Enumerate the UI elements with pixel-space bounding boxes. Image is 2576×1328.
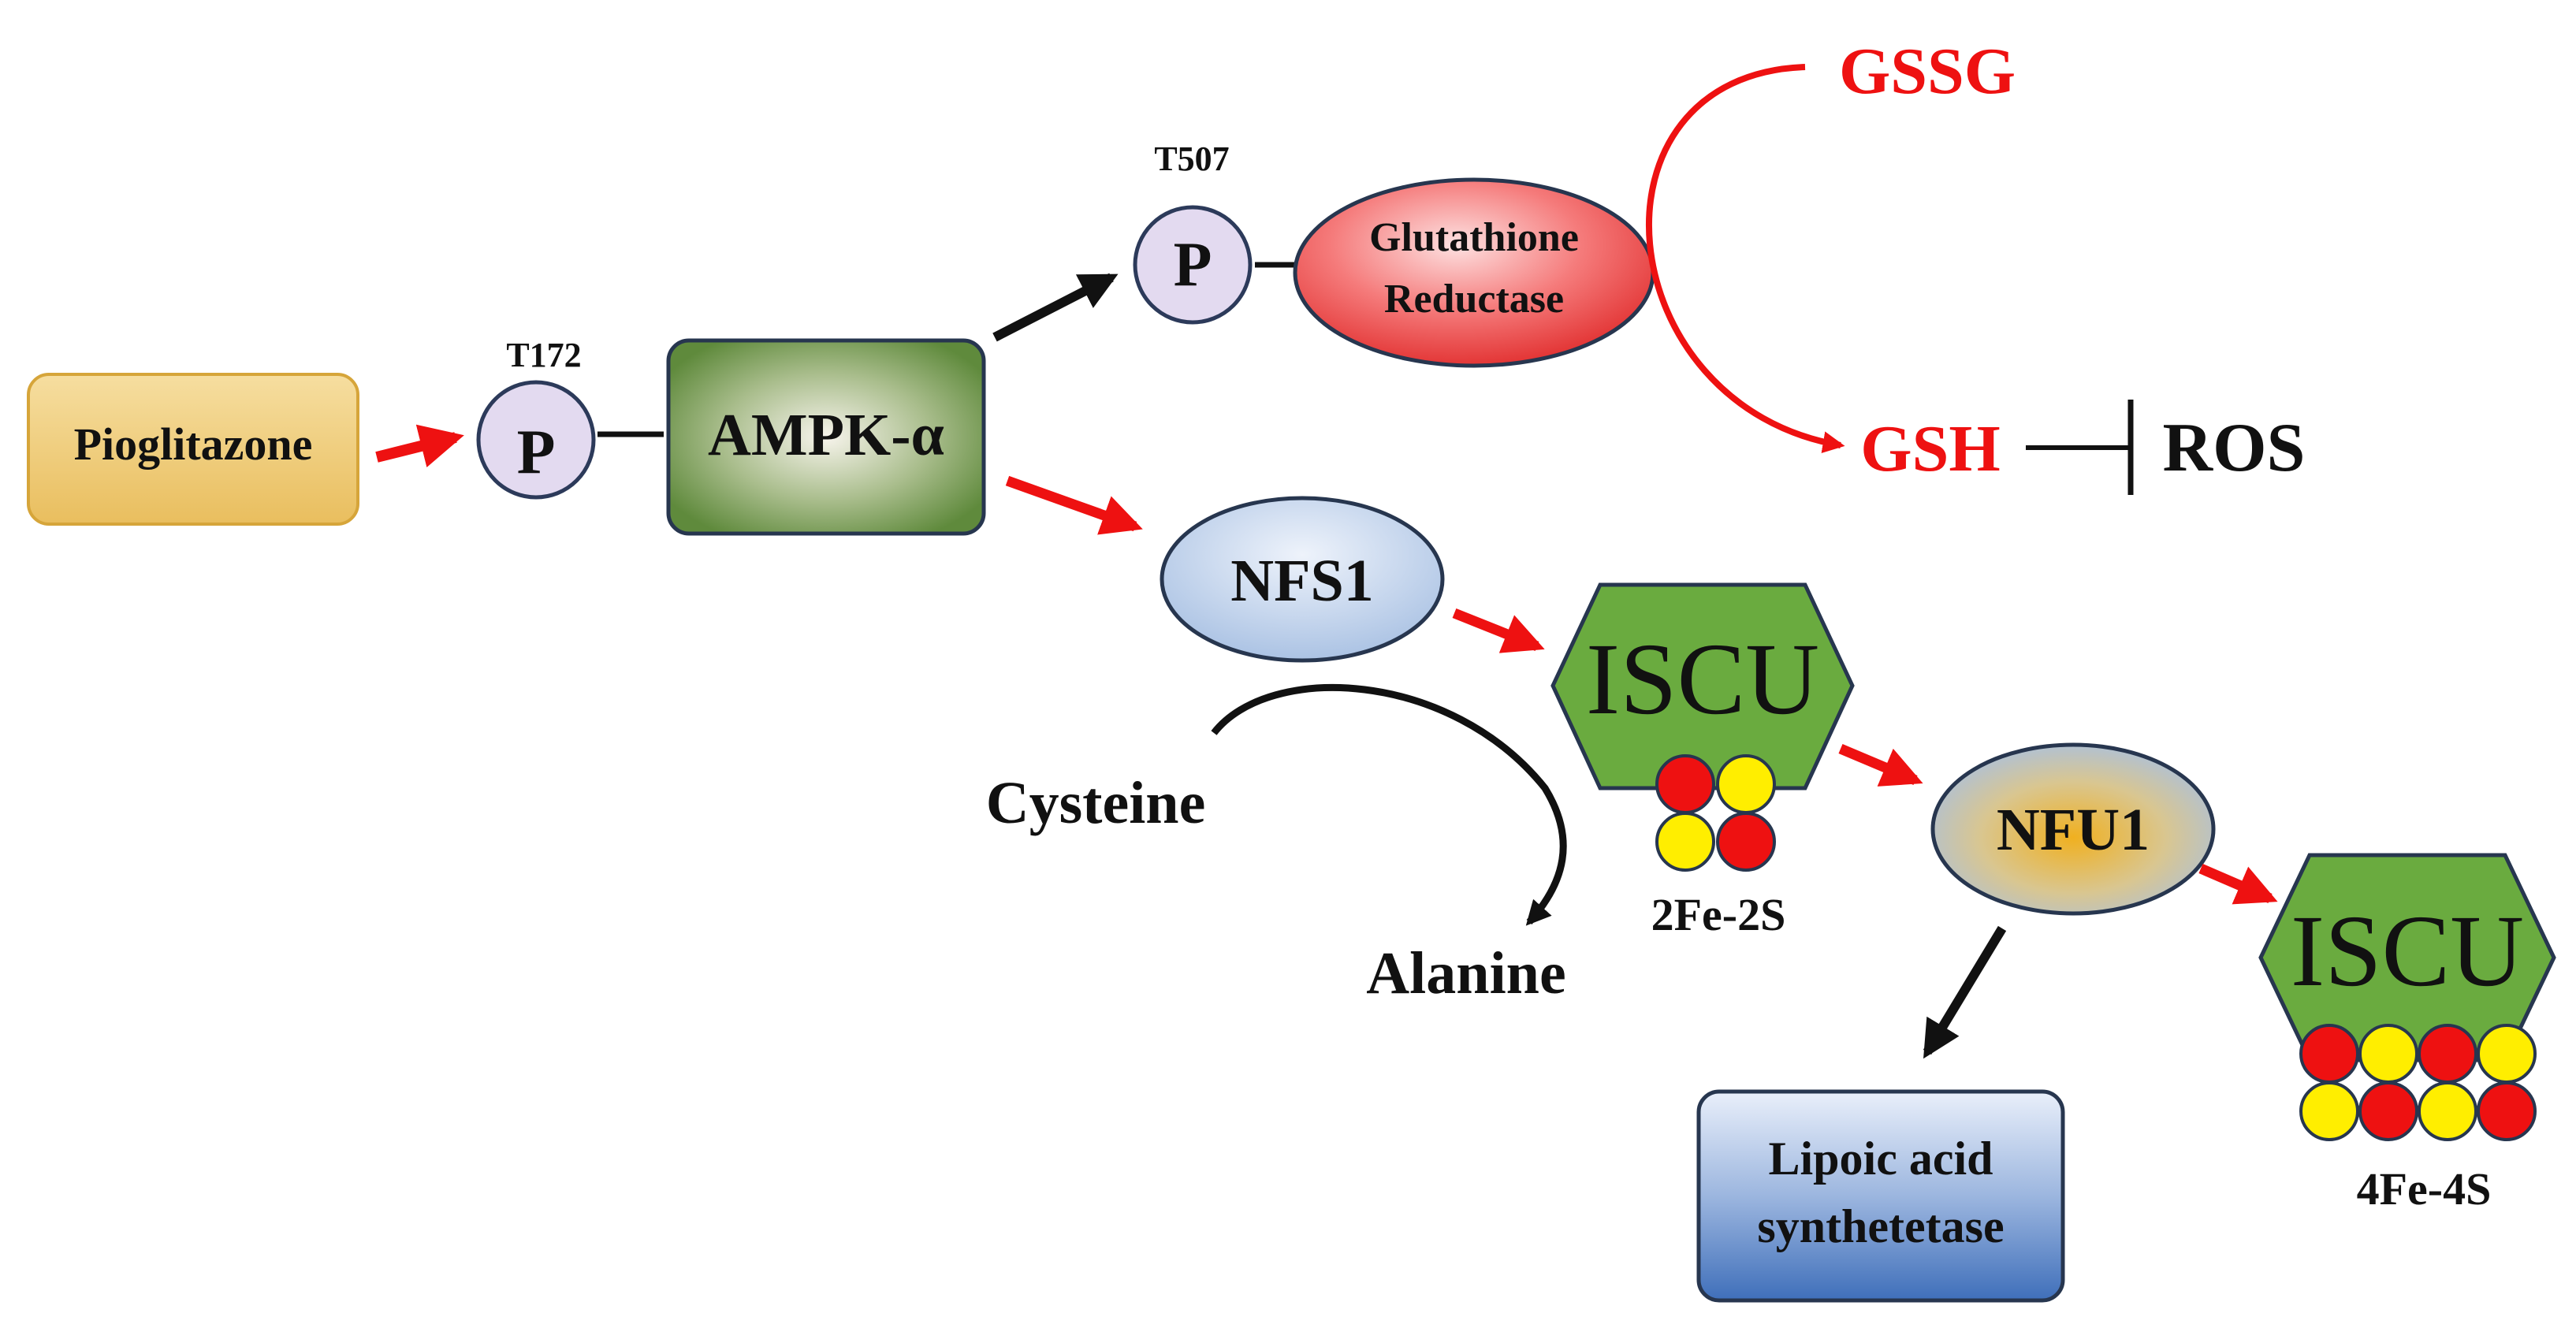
cluster-4fe-4s: [2299, 1024, 2537, 1141]
cluster-4fe-4s-label: 4Fe-4S: [2357, 1163, 2492, 1215]
ampk-alpha-label: AMPK-α: [708, 402, 944, 468]
arrow-nfu1-to-iscu2: [2198, 864, 2278, 905]
gssg-label: GSSG: [1839, 35, 2016, 108]
arrow-cysteine-to-alanine: [1211, 683, 1567, 926]
cluster-2fe-2s-label: 2Fe-2S: [1651, 889, 1786, 940]
iscu-node-1: ISCU: [1550, 582, 1855, 790]
p-t172-site-label: T172: [506, 336, 581, 374]
pioglitazone-node: Pioglitazone: [27, 373, 359, 526]
gsh-label: GSH: [1860, 412, 2000, 485]
iscu-node-2: ISCU: [2258, 853, 2556, 1062]
lipoic-line1: Lipoic acid: [1768, 1133, 1993, 1185]
phospho-t507-node: P: [1133, 205, 1253, 325]
arrow-nfu1-to-lipoic: [1923, 925, 2007, 1059]
glutathione-reductase-node: Glutathione Reductase: [1293, 177, 1655, 368]
arrow-iscu-to-nfu1: [1838, 744, 1923, 787]
cysteine-label: Cysteine: [986, 770, 1206, 836]
lipoic-acid-synthetetase-node: Lipoic acid synthetetase: [1696, 1089, 2065, 1303]
iscu-2-label: ISCU: [2291, 895, 2524, 1008]
cluster-2fe-2s: [1655, 754, 1776, 872]
arrow-pioglitazone-to-p: [375, 424, 464, 468]
nfu1-label: NFU1: [1997, 797, 2150, 863]
alanine-label: Alanine: [1366, 940, 1565, 1006]
arrow-gssg-to-gsh: [1645, 64, 1845, 454]
nfs1-node: NFS1: [1160, 496, 1445, 663]
pioglitazone-label: Pioglitazone: [74, 418, 313, 470]
glutathione-reductase-line1: Glutathione: [1369, 215, 1579, 260]
ros-label: ROS: [2163, 410, 2306, 486]
p-t507-site-label: T507: [1154, 139, 1229, 178]
p-t172-label: P: [517, 418, 556, 487]
arrow-nfs1-to-iscu: [1452, 608, 1545, 653]
nfs1-label: NFS1: [1230, 548, 1374, 614]
ampk-alpha-node: AMPK-α: [666, 338, 986, 536]
phospho-t172-node: P: [476, 380, 596, 500]
glutathione-reductase-line2: Reductase: [1384, 277, 1564, 322]
arrow-ampk-to-nfs1: [1005, 475, 1143, 535]
iscu-1-label: ISCU: [1586, 623, 1819, 736]
nfu1-node: NFU1: [1930, 742, 2216, 916]
p-t507-label: P: [1174, 230, 1212, 299]
lipoic-line2: synthetetase: [1757, 1200, 2004, 1252]
arrow-ampk-to-p-t507: [992, 273, 1119, 342]
